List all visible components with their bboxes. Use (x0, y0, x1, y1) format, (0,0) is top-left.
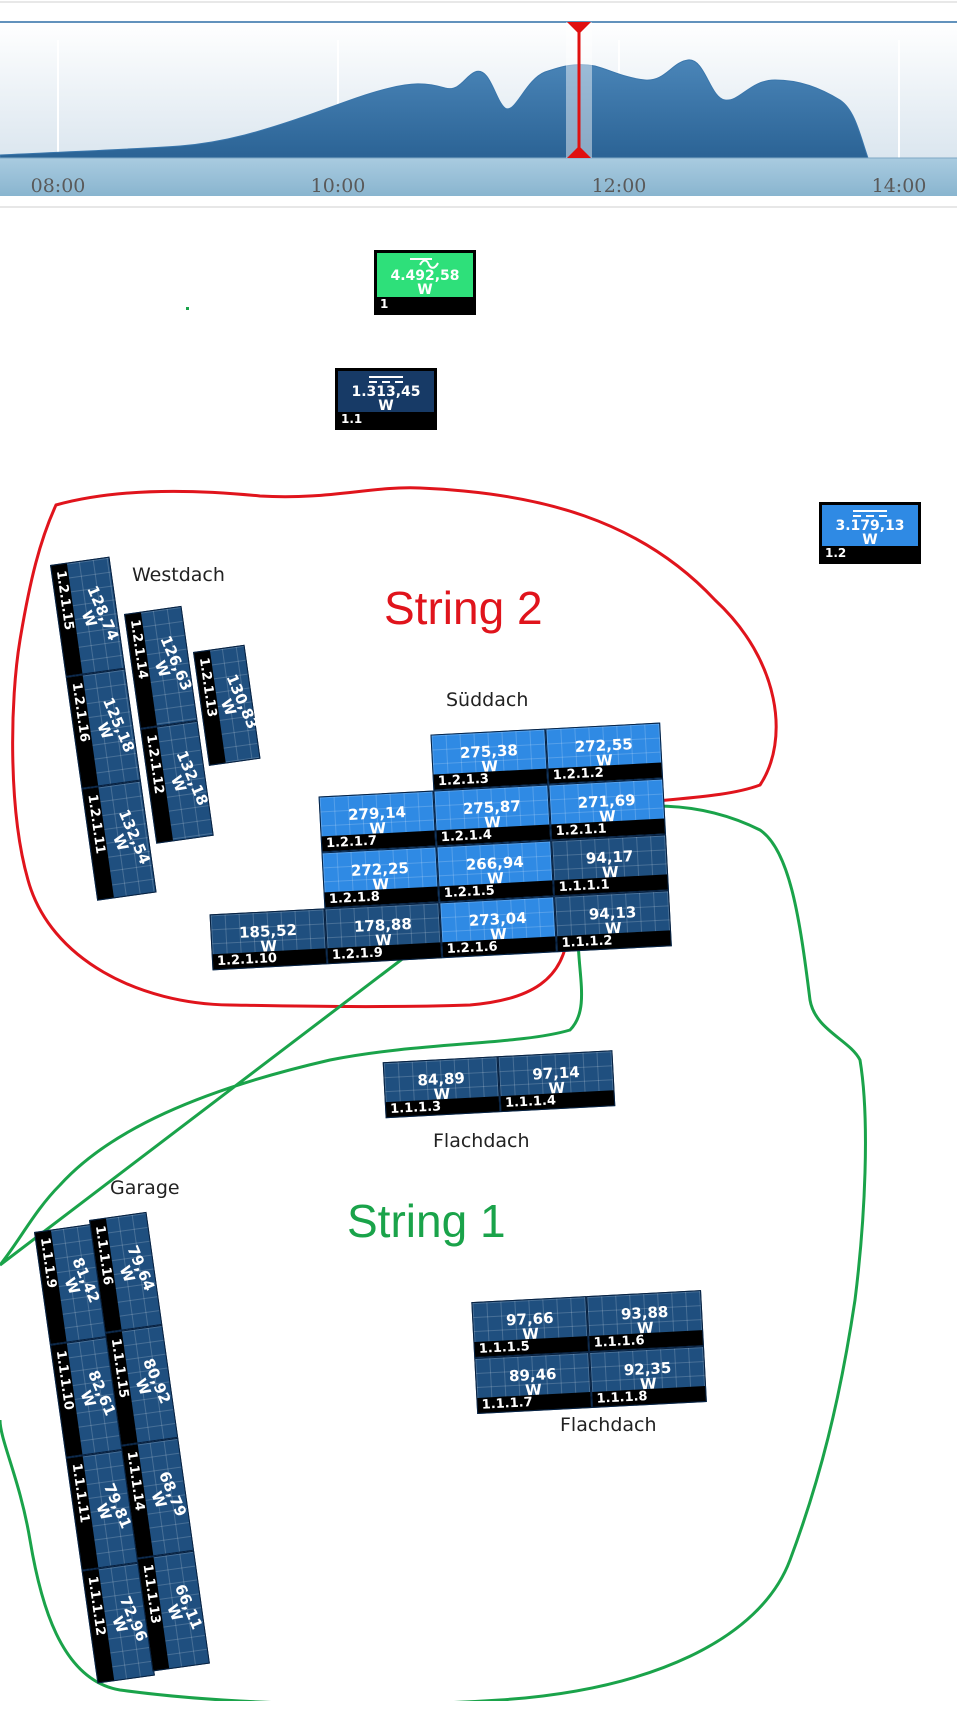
inverter-box-1-2[interactable]: 3.179,13 W 1.2 (819, 502, 921, 564)
inverter-1-2-value: 3.179,13 (835, 518, 905, 534)
production-timeline[interactable]: 08:00 10:00 12:00 14:00 (0, 0, 957, 212)
roof-label-westdach: Westdach (132, 564, 225, 586)
tick-1200: 12:00 (592, 175, 647, 197)
roof-label-garage: Garage (110, 1177, 180, 1199)
inverter-1-1-unit: W (378, 398, 394, 414)
roof-label-flachdach-bottom: Flachdach (560, 1414, 657, 1436)
dc-icon (369, 376, 403, 383)
roof-label-flachdach-top: Flachdach (433, 1130, 530, 1152)
string2-label: String 2 (384, 582, 543, 634)
inverter-1-1-value: 1.313,45 (351, 384, 421, 400)
meter-unit: W (417, 282, 433, 298)
time-axis (0, 158, 957, 196)
ac-sine-icon (410, 258, 439, 269)
meter-value: 4.492,58 (390, 268, 460, 284)
string1-label: String 1 (347, 1195, 506, 1247)
tick-1400: 14:00 (872, 175, 927, 197)
inverter-box-1-1[interactable]: 1.313,45 W 1.1 (335, 368, 437, 430)
inverter-1-1-id: 1.1 (338, 412, 434, 427)
inverter-1-2-id: 1.2 (822, 546, 918, 561)
time-cursor-handle[interactable] (566, 22, 592, 158)
dc-icon (853, 510, 887, 517)
meter-id: 1 (377, 297, 473, 312)
tick-1000: 10:00 (311, 175, 366, 197)
roof-label-sueddach: Süddach (446, 689, 529, 711)
inverter-1-2-unit: W (862, 532, 878, 548)
meter-box-1[interactable]: 4.492,58 W 1 (374, 250, 476, 315)
production-area (0, 59, 869, 159)
marker-dot (186, 307, 189, 310)
tick-0800: 08:00 (31, 175, 86, 197)
